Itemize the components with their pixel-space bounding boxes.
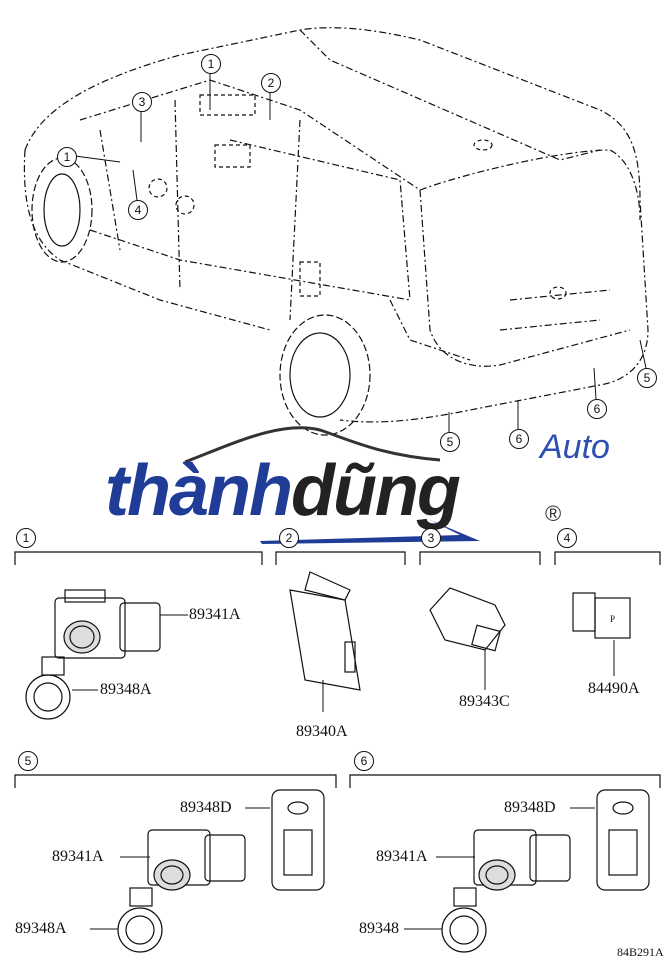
logo: thànhdũng [105,455,461,527]
section-5-callout: 5 [18,751,38,771]
wheel-rear [279,314,371,436]
callout-6-left: 6 [509,429,529,449]
part-label-89348A: 89348A [100,681,152,698]
section-1-callout: 1 [16,528,36,548]
bracket-89348D-right [596,789,650,891]
sensor-89341A-rear-right [473,829,571,891]
callout-5-left: 5 [440,432,460,452]
buzzer-89343C [429,587,506,652]
part-label-89343C: 89343C [459,693,510,710]
section-3-callout: 3 [421,528,441,548]
switch-text: P [610,614,616,624]
section-4-callout: 4 [557,528,577,548]
diagram-code: 84B291A [617,945,664,959]
section-brackets [14,551,661,788]
part-label-89341A: 89341A [189,606,241,623]
retainer-89348-rear [441,887,487,953]
section-6-callout: 6 [354,751,374,771]
part-label-89348D-5: 89348D [180,799,232,816]
callout-1-front: 1 [57,147,77,167]
bracket-89348D-left [271,789,325,891]
ecu-89340A [289,571,361,691]
logo-text-1: thành [105,451,293,531]
part-label-84490A: 84490A [588,680,640,697]
part-label-89348A-5: 89348A [15,920,67,937]
sensor-89341A [54,589,161,659]
callout-5-right: 5 [637,368,657,388]
part-label-89340A: 89340A [296,723,348,740]
registered-mark: ® [545,501,562,526]
logo-text-2: dũng [290,451,461,531]
callout-4: 4 [128,200,148,220]
part-label-89348D-6: 89348D [504,799,556,816]
part-label-89348-6: 89348 [359,920,399,937]
part-label-89341A-6: 89341A [376,848,428,865]
callout-6-right: 6 [587,399,607,419]
car-interior [148,94,567,300]
callout-2: 2 [261,73,281,93]
section-2-callout: 2 [279,528,299,548]
vehicle-outline [23,27,649,423]
wheel-front [31,157,93,263]
car-leader-lines [74,72,647,432]
callout-3: 3 [132,92,152,112]
retainer-89348A [25,656,71,720]
logo-auto-text: Auto [540,428,610,466]
part-label-89341A-5: 89341A [52,848,104,865]
logo-swoosh [184,426,441,464]
callout-1-top: 1 [201,54,221,74]
retainer-89348A-rear [117,887,163,953]
sensor-89341A-rear-left [147,829,246,891]
switch-84490A [572,592,631,639]
